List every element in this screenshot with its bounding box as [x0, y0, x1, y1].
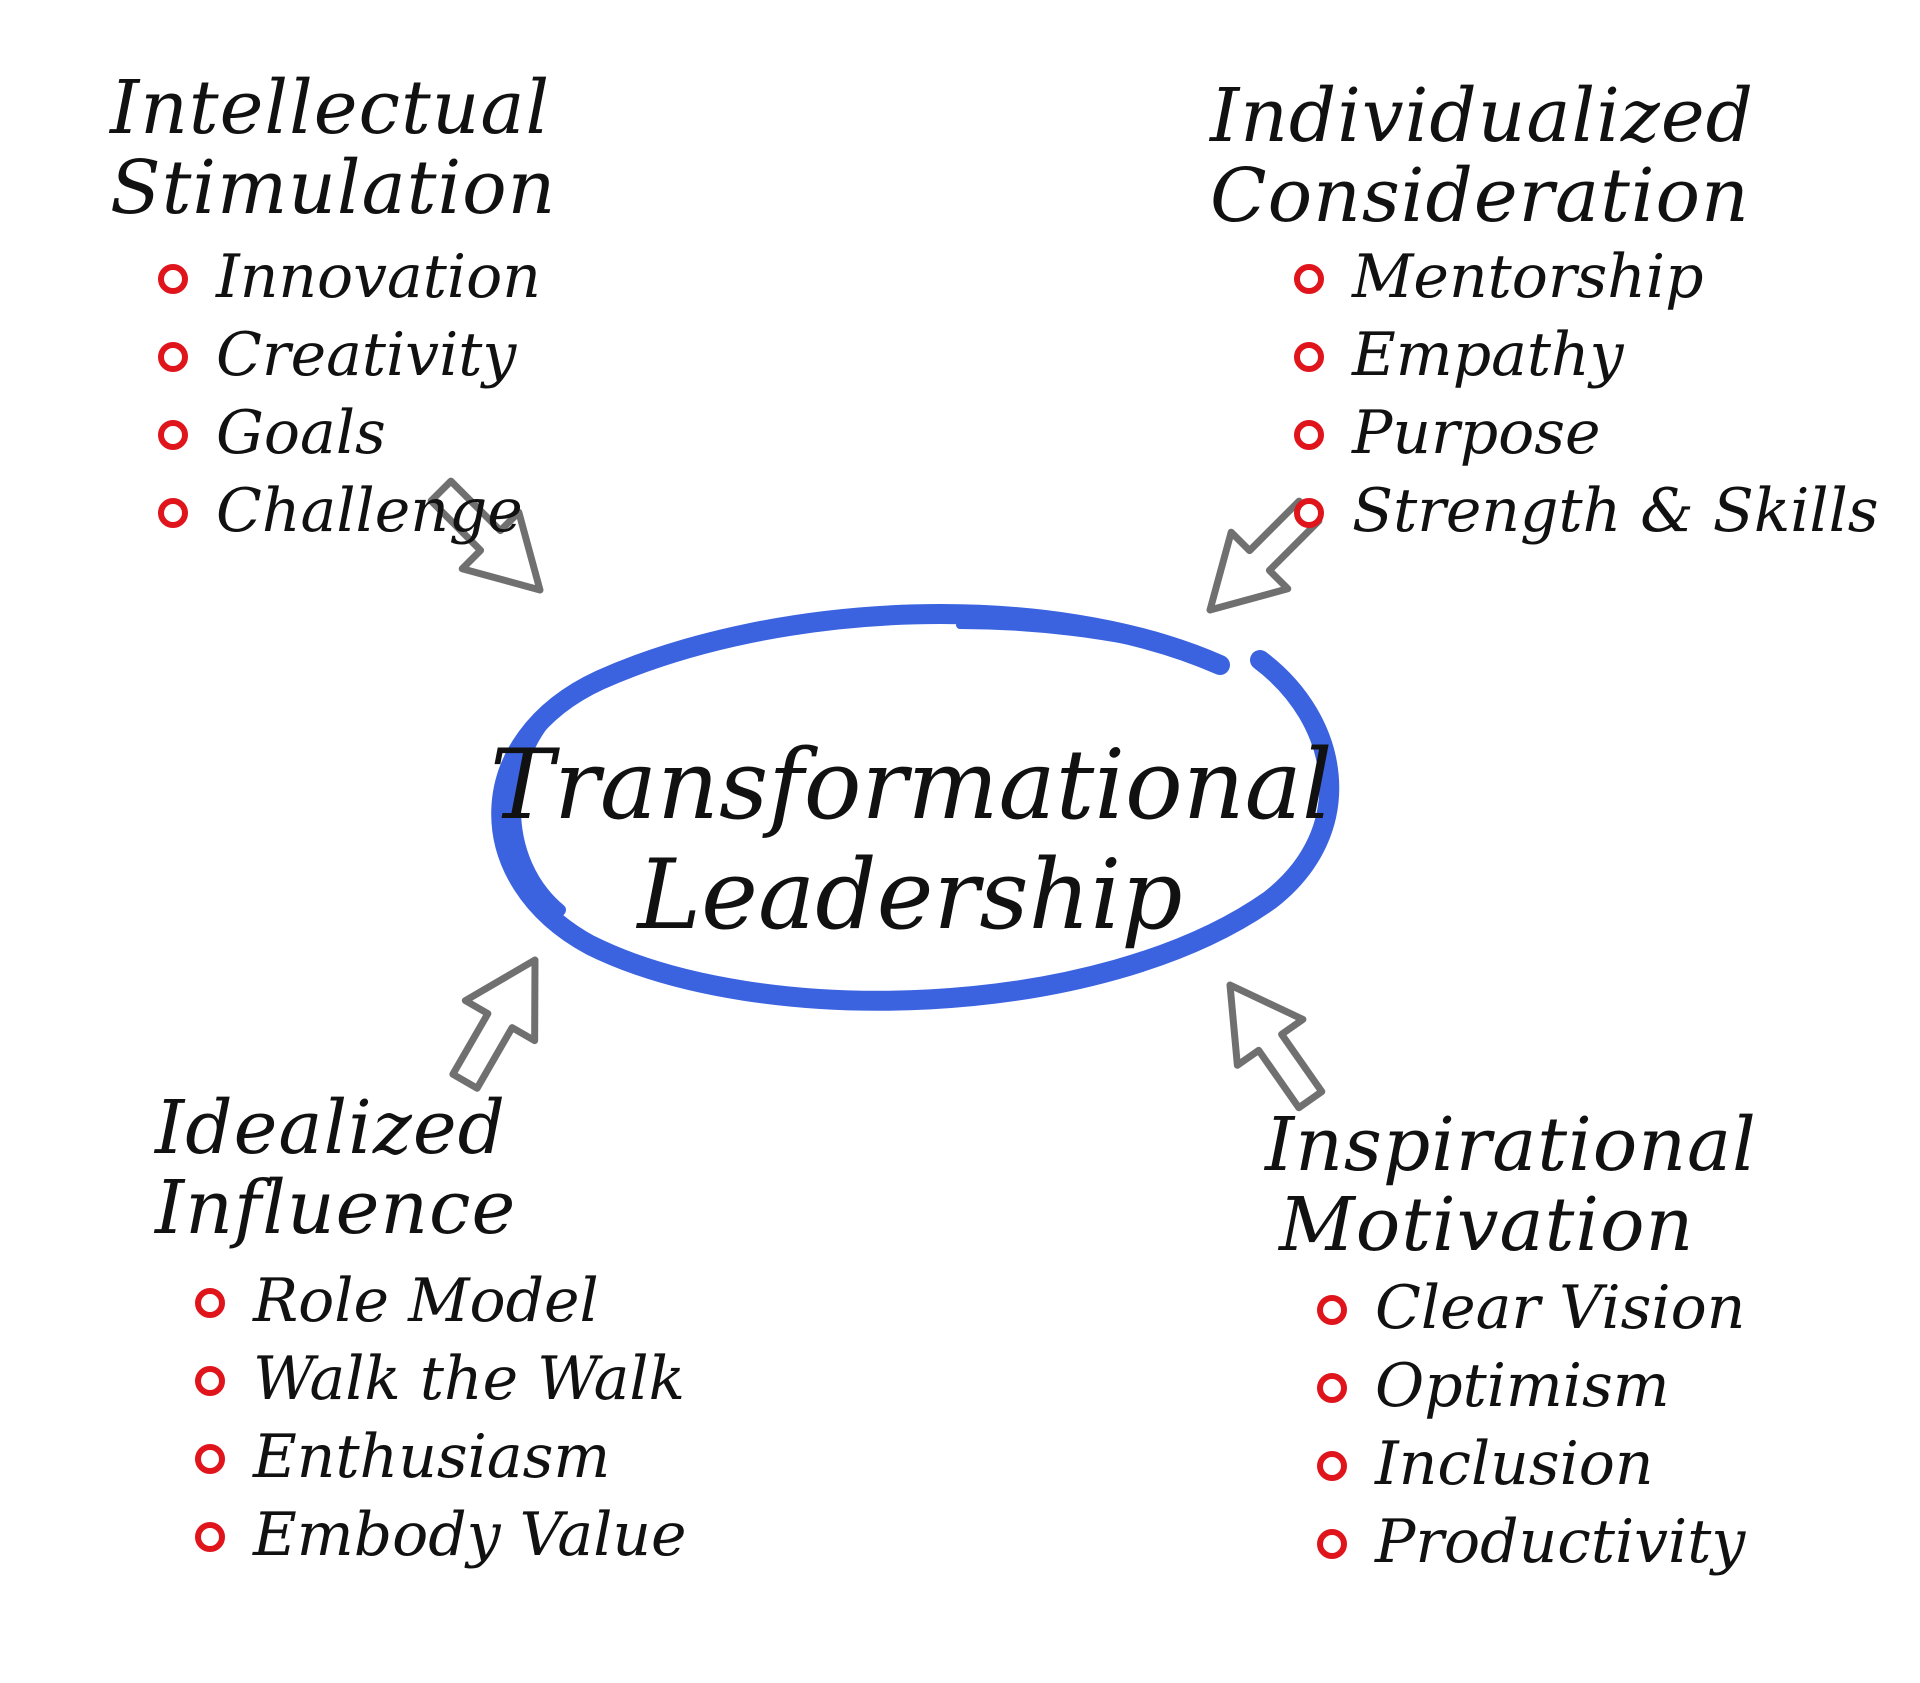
list-item: Embody Value [195, 1496, 687, 1574]
heading-line2: Influence [155, 1165, 517, 1251]
list-item-label: Challenge [216, 476, 523, 546]
list-item: Optimism [1317, 1347, 1757, 1425]
quadrant-heading: Individualized Consideration [1210, 76, 1879, 236]
quadrant-bottom-right: Inspirational Motivation Clear Vision Op… [1265, 1105, 1757, 1581]
circle-bullet-icon [195, 1522, 225, 1552]
list-item-label: Creativity [216, 320, 517, 390]
item-list: Role Model Walk the Walk Enthusiasm Embo… [195, 1262, 687, 1574]
list-item: Role Model [195, 1262, 687, 1340]
list-item-label: Inclusion [1375, 1429, 1654, 1499]
item-list: Clear Vision Optimism Inclusion Producti… [1317, 1269, 1757, 1581]
list-item: Strength & Skills [1294, 472, 1879, 550]
item-list: Mentorship Empathy Purpose Strength & Sk… [1294, 238, 1879, 550]
list-item-label: Goals [216, 398, 386, 468]
quadrant-heading: Inspirational Motivation [1265, 1105, 1757, 1265]
arrow-top-left-icon [427, 477, 544, 594]
circle-bullet-icon [158, 498, 188, 528]
arrow-bottom-left-icon [449, 956, 539, 1092]
heading-line2: Stimulation [110, 145, 557, 231]
circle-bullet-icon [158, 264, 188, 294]
circle-bullet-icon [195, 1288, 225, 1318]
quadrant-top-left: Intellectual Stimulation Innovation Crea… [110, 68, 556, 550]
list-item-label: Innovation [216, 242, 541, 312]
list-item-label: Purpose [1352, 398, 1601, 468]
list-item: Clear Vision [1317, 1269, 1757, 1347]
center-title-line2: Leadership [637, 839, 1183, 951]
list-item-label: Walk the Walk [253, 1344, 685, 1414]
list-item: Goals [158, 394, 556, 472]
heading-line1: Individualized [1210, 73, 1755, 159]
center-ellipse [491, 603, 1340, 1011]
circle-bullet-icon [1317, 1451, 1347, 1481]
list-item: Challenge [158, 472, 556, 550]
heading-line1: Idealized [155, 1085, 506, 1171]
list-item-label: Embody Value [253, 1500, 687, 1570]
circle-bullet-icon [158, 342, 188, 372]
heading-line2: Consideration [1210, 153, 1750, 239]
list-item-label: Clear Vision [1375, 1273, 1746, 1343]
heading-line2: Motivation [1279, 1182, 1695, 1268]
quadrant-bottom-left: Idealized Influence Role Model Walk the … [155, 1088, 687, 1574]
list-item: Productivity [1317, 1503, 1757, 1581]
quadrant-heading: Intellectual Stimulation [110, 68, 556, 228]
circle-bullet-icon [1317, 1373, 1347, 1403]
list-item: Mentorship [1294, 238, 1879, 316]
list-item: Enthusiasm [195, 1418, 687, 1496]
list-item-label: Role Model [253, 1266, 599, 1336]
circle-bullet-icon [1317, 1529, 1347, 1559]
list-item-label: Mentorship [1352, 242, 1704, 312]
circle-bullet-icon [1317, 1295, 1347, 1325]
list-item-label: Optimism [1375, 1351, 1670, 1421]
circle-bullet-icon [1294, 264, 1324, 294]
center-title: Transformational Leadership [490, 729, 1333, 951]
list-item: Walk the Walk [195, 1340, 687, 1418]
list-item: Purpose [1294, 394, 1879, 472]
center-title-line1: Transformational [490, 729, 1333, 841]
item-list: Innovation Creativity Goals Challenge [158, 238, 556, 550]
circle-bullet-icon [1294, 342, 1324, 372]
heading-line1: Intellectual [110, 65, 551, 151]
circle-bullet-icon [195, 1366, 225, 1396]
list-item-label: Strength & Skills [1352, 476, 1879, 546]
list-item-label: Enthusiasm [253, 1422, 611, 1492]
circle-bullet-icon [1294, 498, 1324, 528]
list-item: Inclusion [1317, 1425, 1757, 1503]
quadrant-top-right: Individualized Consideration Mentorship … [1210, 76, 1879, 550]
circle-bullet-icon [1294, 420, 1324, 450]
list-item-label: Productivity [1375, 1507, 1746, 1577]
arrow-bottom-right-icon [1226, 981, 1326, 1112]
list-item: Innovation [158, 238, 556, 316]
quadrant-heading: Idealized Influence [155, 1088, 687, 1248]
list-item: Empathy [1294, 316, 1879, 394]
circle-bullet-icon [195, 1444, 225, 1474]
list-item-label: Empathy [1352, 320, 1624, 390]
circle-bullet-icon [158, 420, 188, 450]
heading-line1: Inspirational [1265, 1102, 1757, 1188]
list-item: Creativity [158, 316, 556, 394]
